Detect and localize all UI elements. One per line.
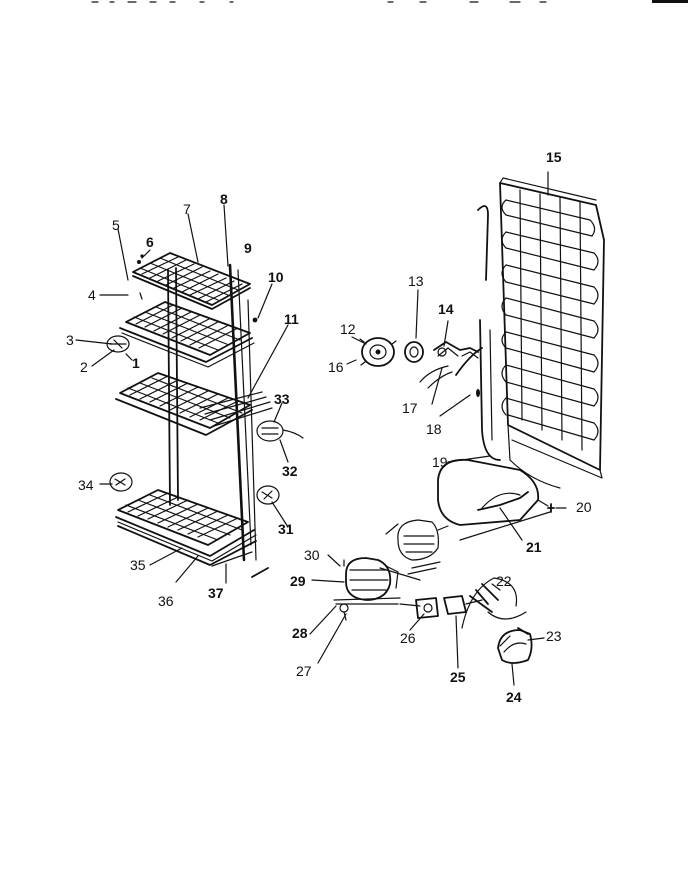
- fan-blade: [404, 341, 424, 363]
- label-19: 19: [432, 454, 448, 470]
- shelf-assembly: [115, 252, 273, 578]
- label-28: 28: [292, 625, 308, 641]
- label-6: 6: [146, 234, 154, 250]
- label-25: 25: [450, 669, 466, 685]
- shelf-stop-part: [256, 485, 280, 505]
- wire-shelf-top: [132, 252, 251, 310]
- label-29: 29: [290, 573, 306, 589]
- label-20: 20: [576, 499, 592, 515]
- fan-motor: [359, 337, 397, 367]
- label-31: 31: [278, 521, 294, 537]
- label-36: 36: [158, 593, 174, 609]
- label-15: 15: [546, 149, 562, 165]
- label-26: 26: [400, 630, 416, 646]
- shelf-clip-part: [256, 420, 304, 442]
- label-32: 32: [282, 463, 298, 479]
- leveling-part: [109, 472, 133, 492]
- leader-lines: [75, 171, 567, 686]
- label-35: 35: [130, 557, 146, 573]
- mounting-bracket: [497, 627, 533, 664]
- part-labels: 1 2 3 4 5 6 7 8 9 10 11 12 13 14 15 16 1…: [66, 149, 592, 705]
- relay-overload: [399, 595, 483, 619]
- label-34: 34: [78, 477, 94, 493]
- label-2: 2: [80, 359, 88, 375]
- wire-harness: [461, 577, 527, 629]
- label-13: 13: [408, 273, 424, 289]
- refrigerant-tubing: [455, 205, 561, 489]
- compressor-housing: [379, 519, 449, 581]
- fan-tubing: [419, 365, 453, 389]
- drain-pan: [437, 458, 551, 541]
- label-23: 23: [546, 628, 562, 644]
- label-8: 8: [220, 191, 228, 207]
- label-33: 33: [274, 391, 290, 407]
- label-1: 1: [132, 355, 140, 371]
- label-22: 22: [496, 573, 512, 589]
- label-3: 3: [66, 332, 74, 348]
- label-21: 21: [526, 539, 542, 555]
- label-4: 4: [88, 287, 96, 303]
- label-11: 11: [284, 311, 299, 327]
- label-16: 16: [328, 359, 344, 375]
- bolt-20: [547, 503, 555, 513]
- scan-artifacts: [91, 0, 688, 3]
- label-9: 9: [244, 240, 252, 256]
- label-14: 14: [438, 301, 454, 317]
- wire-shelf-third: [115, 372, 273, 436]
- label-18: 18: [426, 421, 442, 437]
- condenser-coil: [499, 177, 605, 479]
- wire-shelf-bottom: [115, 489, 257, 567]
- label-27: 27: [296, 663, 312, 679]
- label-10: 10: [268, 269, 284, 285]
- label-17: 17: [402, 400, 418, 416]
- label-37: 37: [208, 585, 224, 601]
- label-7: 7: [183, 201, 191, 217]
- label-12: 12: [340, 321, 356, 337]
- label-30: 30: [304, 547, 320, 563]
- compressor: [333, 557, 401, 621]
- label-24: 24: [506, 689, 522, 705]
- label-5: 5: [112, 217, 120, 233]
- wire-shelf-second: [119, 301, 255, 368]
- fan-bracket: [433, 341, 479, 359]
